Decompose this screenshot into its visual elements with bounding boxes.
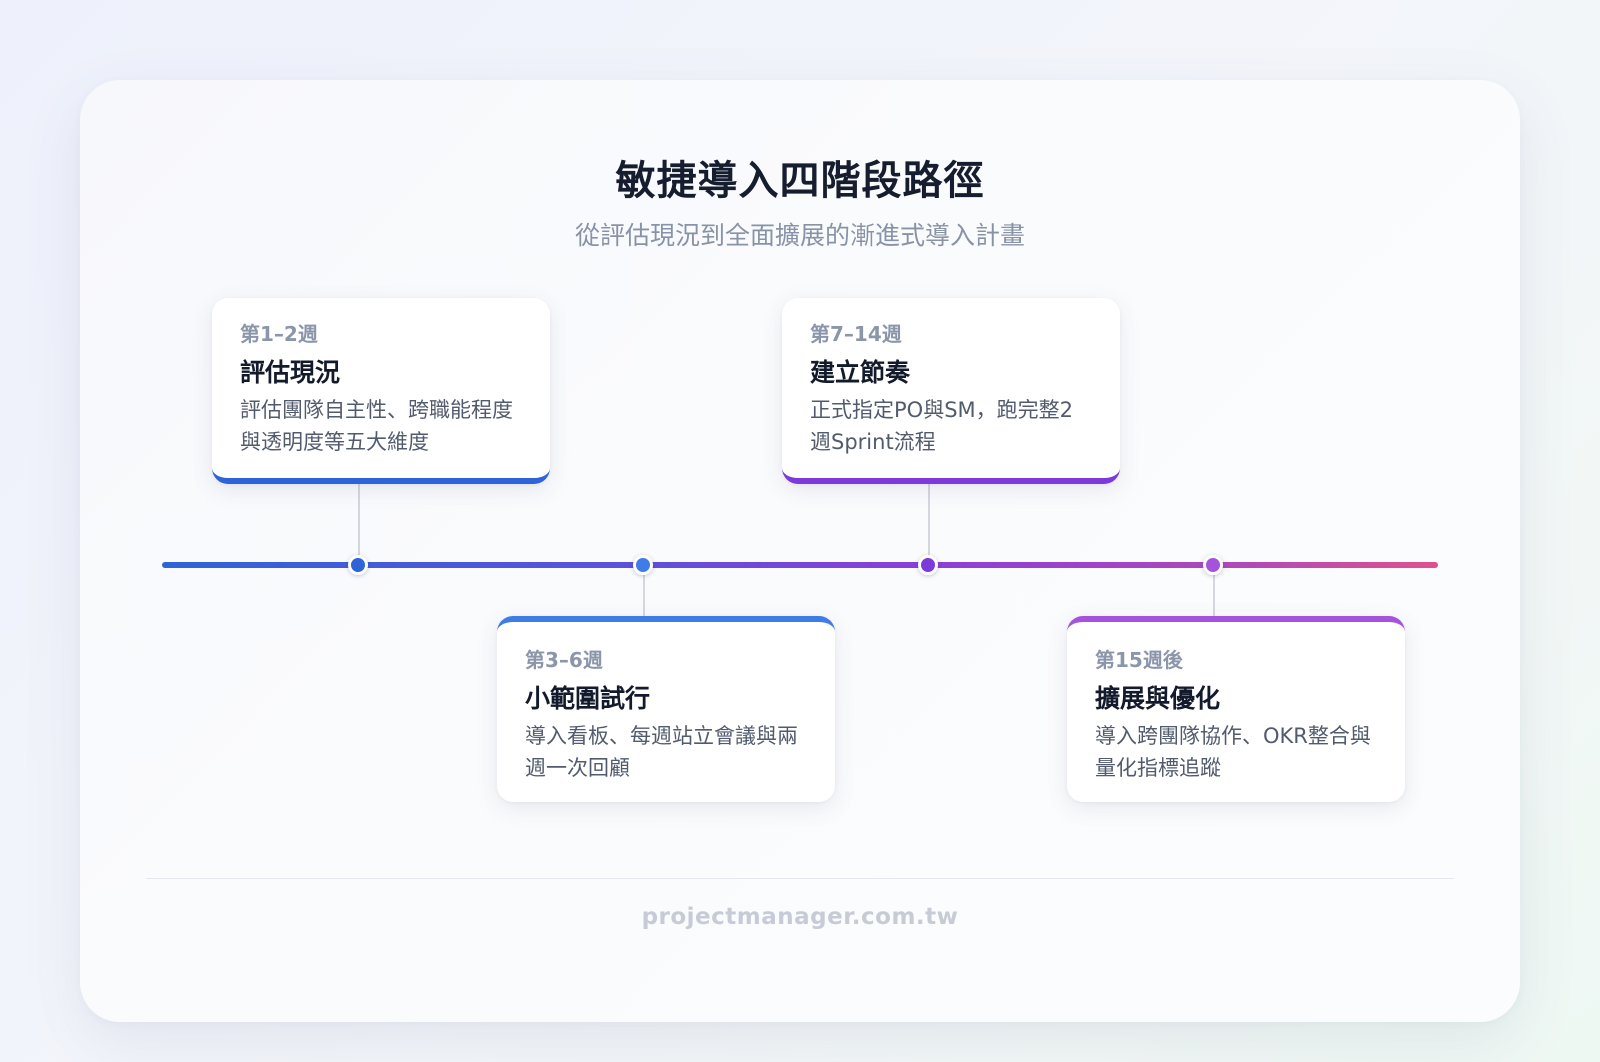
connector-stage-3 (928, 480, 930, 558)
connector-stage-2 (643, 572, 645, 620)
stage-card-1: 第1–2週 評估現況 評估團隊自主性、跨職能程度與透明度等五大維度 (212, 298, 550, 484)
milestone-dot-4 (1203, 555, 1223, 575)
stage-card-2: 第3–6週 小範圍試行 導入看板、每週站立會議與兩週一次回顧 (497, 616, 835, 802)
stage-title: 小範圍試行 (525, 684, 651, 713)
stage-description: 導入跨團隊協作、OKR整合與量化指標追蹤 (1095, 724, 1371, 780)
stage-title: 建立節奏 (810, 358, 911, 387)
stage-card-4: 第15週後 擴展與優化 導入跨團隊協作、OKR整合與量化指標追蹤 (1067, 616, 1405, 802)
stage-description: 正式指定PO與SM，跑完整2週Sprint流程 (810, 398, 1074, 454)
stage-description: 導入看板、每週站立會議與兩週一次回顧 (525, 724, 798, 780)
stage-period: 第7–14週 (810, 322, 902, 346)
footer-domain: projectmanager.com.tw (641, 904, 959, 930)
stage-card-3: 第7–14週 建立節奏 正式指定PO與SM，跑完整2週Sprint流程 (782, 298, 1120, 484)
footer-divider (146, 878, 1454, 879)
page-subtitle: 從評估現況到全面擴展的漸進式導入計畫 (574, 221, 1025, 250)
roadmap-card: 敏捷導入四階段路徑 從評估現況到全面擴展的漸進式導入計畫 第1–2週 評估現況 … (80, 80, 1520, 1022)
stage-period: 第3–6週 (525, 648, 603, 672)
stage-title: 擴展與優化 (1095, 684, 1221, 713)
milestone-dot-1 (348, 555, 368, 575)
stage-description: 評估團隊自主性、跨職能程度與透明度等五大維度 (240, 398, 513, 454)
milestone-dot-3 (918, 555, 938, 575)
milestone-dot-2 (633, 555, 653, 575)
stage-period: 第1–2週 (240, 322, 318, 346)
connector-stage-4 (1213, 572, 1215, 620)
connector-stage-1 (358, 480, 360, 558)
timeline-axis (162, 562, 1438, 568)
stage-title: 評估現況 (240, 358, 341, 387)
page-title: 敏捷導入四階段路徑 (615, 158, 985, 204)
stage-period: 第15週後 (1095, 648, 1183, 672)
